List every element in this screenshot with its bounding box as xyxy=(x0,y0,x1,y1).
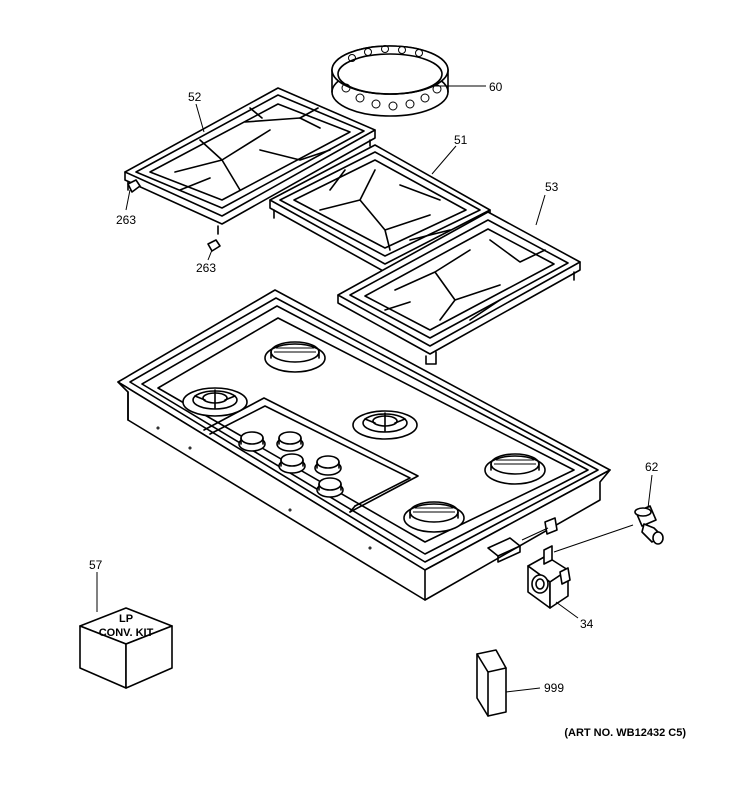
burner-rear-center xyxy=(264,341,326,373)
knob-4 xyxy=(314,455,342,476)
label-999: 999 xyxy=(544,681,564,695)
kit-label-line1: LP xyxy=(119,613,133,625)
burner-right-front xyxy=(403,501,465,533)
grate-foot-2 xyxy=(207,239,221,252)
burner-right-rear xyxy=(484,453,546,485)
label-57: 57 xyxy=(89,558,103,572)
lp-conversion-kit-box xyxy=(79,607,173,689)
burner-left-rear xyxy=(182,387,248,417)
pressure-regulator xyxy=(527,545,571,609)
label-52: 52 xyxy=(188,90,202,104)
grate-foot-1 xyxy=(127,179,141,193)
knob-5 xyxy=(316,477,344,498)
label-62: 62 xyxy=(645,460,659,474)
knob-1 xyxy=(238,431,266,452)
control-knobs xyxy=(238,431,344,498)
label-263-a: 263 xyxy=(116,213,136,227)
label-263-b: 263 xyxy=(196,261,216,275)
label-53: 53 xyxy=(545,180,559,194)
part-numbers: 52 51 53 60 263 263 62 34 57 999 xyxy=(89,80,659,695)
literature-packet xyxy=(476,649,507,717)
knob-2 xyxy=(276,431,304,452)
label-60: 60 xyxy=(489,80,503,94)
center-grate xyxy=(269,144,491,283)
right-grate xyxy=(337,211,581,365)
kit-label-line2: CONV. KIT xyxy=(99,627,154,639)
elbow-fitting xyxy=(634,505,664,545)
wok-ring xyxy=(331,45,449,117)
cooktop xyxy=(117,289,611,601)
knob-3 xyxy=(278,453,306,474)
gas-inlet-bracket xyxy=(487,517,558,563)
label-34: 34 xyxy=(580,617,594,631)
burner-center-front xyxy=(352,410,418,440)
label-51: 51 xyxy=(454,133,468,147)
leader-lines xyxy=(96,85,653,693)
wok-ring-holes xyxy=(341,45,442,111)
art-number: (ART NO. WB12432 C5) xyxy=(564,727,686,739)
